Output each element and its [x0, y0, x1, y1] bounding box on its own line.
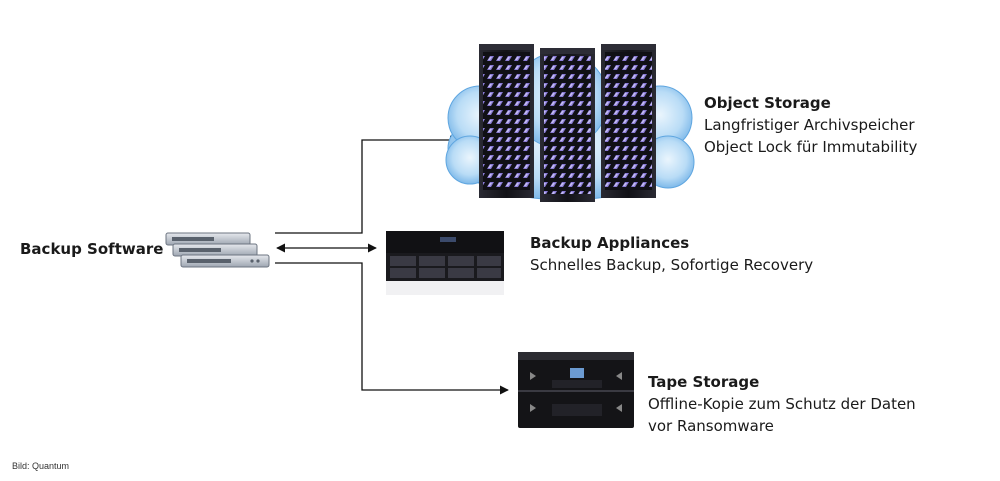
object-storage-label: Object Storage Langfristiger Archivspeic…	[704, 92, 917, 158]
connectors	[275, 135, 509, 395]
tape-storage-line: Offline-Kopie zum Schutz der Daten	[648, 395, 916, 413]
server-stack-icon	[165, 232, 270, 268]
backup-appliances-title: Backup Appliances	[530, 234, 690, 252]
backup-software-label: Backup Software	[20, 240, 164, 258]
arrow-to-object-storage	[275, 135, 459, 234]
object-storage-line: Langfristiger Archivspeicher	[704, 116, 915, 134]
image-credit: Bild: Quantum	[12, 461, 70, 471]
tape-storage-line: vor Ransomware	[648, 417, 774, 435]
backup-appliance-icon	[386, 231, 504, 295]
backup-appliances-line: Schnelles Backup, Sofortige Recovery	[530, 256, 814, 274]
object-storage-title: Object Storage	[704, 94, 831, 112]
tape-storage-title: Tape Storage	[648, 373, 760, 391]
backup-appliances-label: Backup Appliances Schnelles Backup, Sofo…	[530, 232, 813, 276]
cloud-server-racks-icon	[445, 44, 695, 202]
tape-library-icon	[518, 352, 634, 428]
object-storage-line: Object Lock für Immutability	[704, 138, 918, 156]
tape-storage-label: Tape Storage Offline-Kopie zum Schutz de…	[648, 371, 916, 437]
arrow-to-tape-storage	[275, 262, 509, 395]
